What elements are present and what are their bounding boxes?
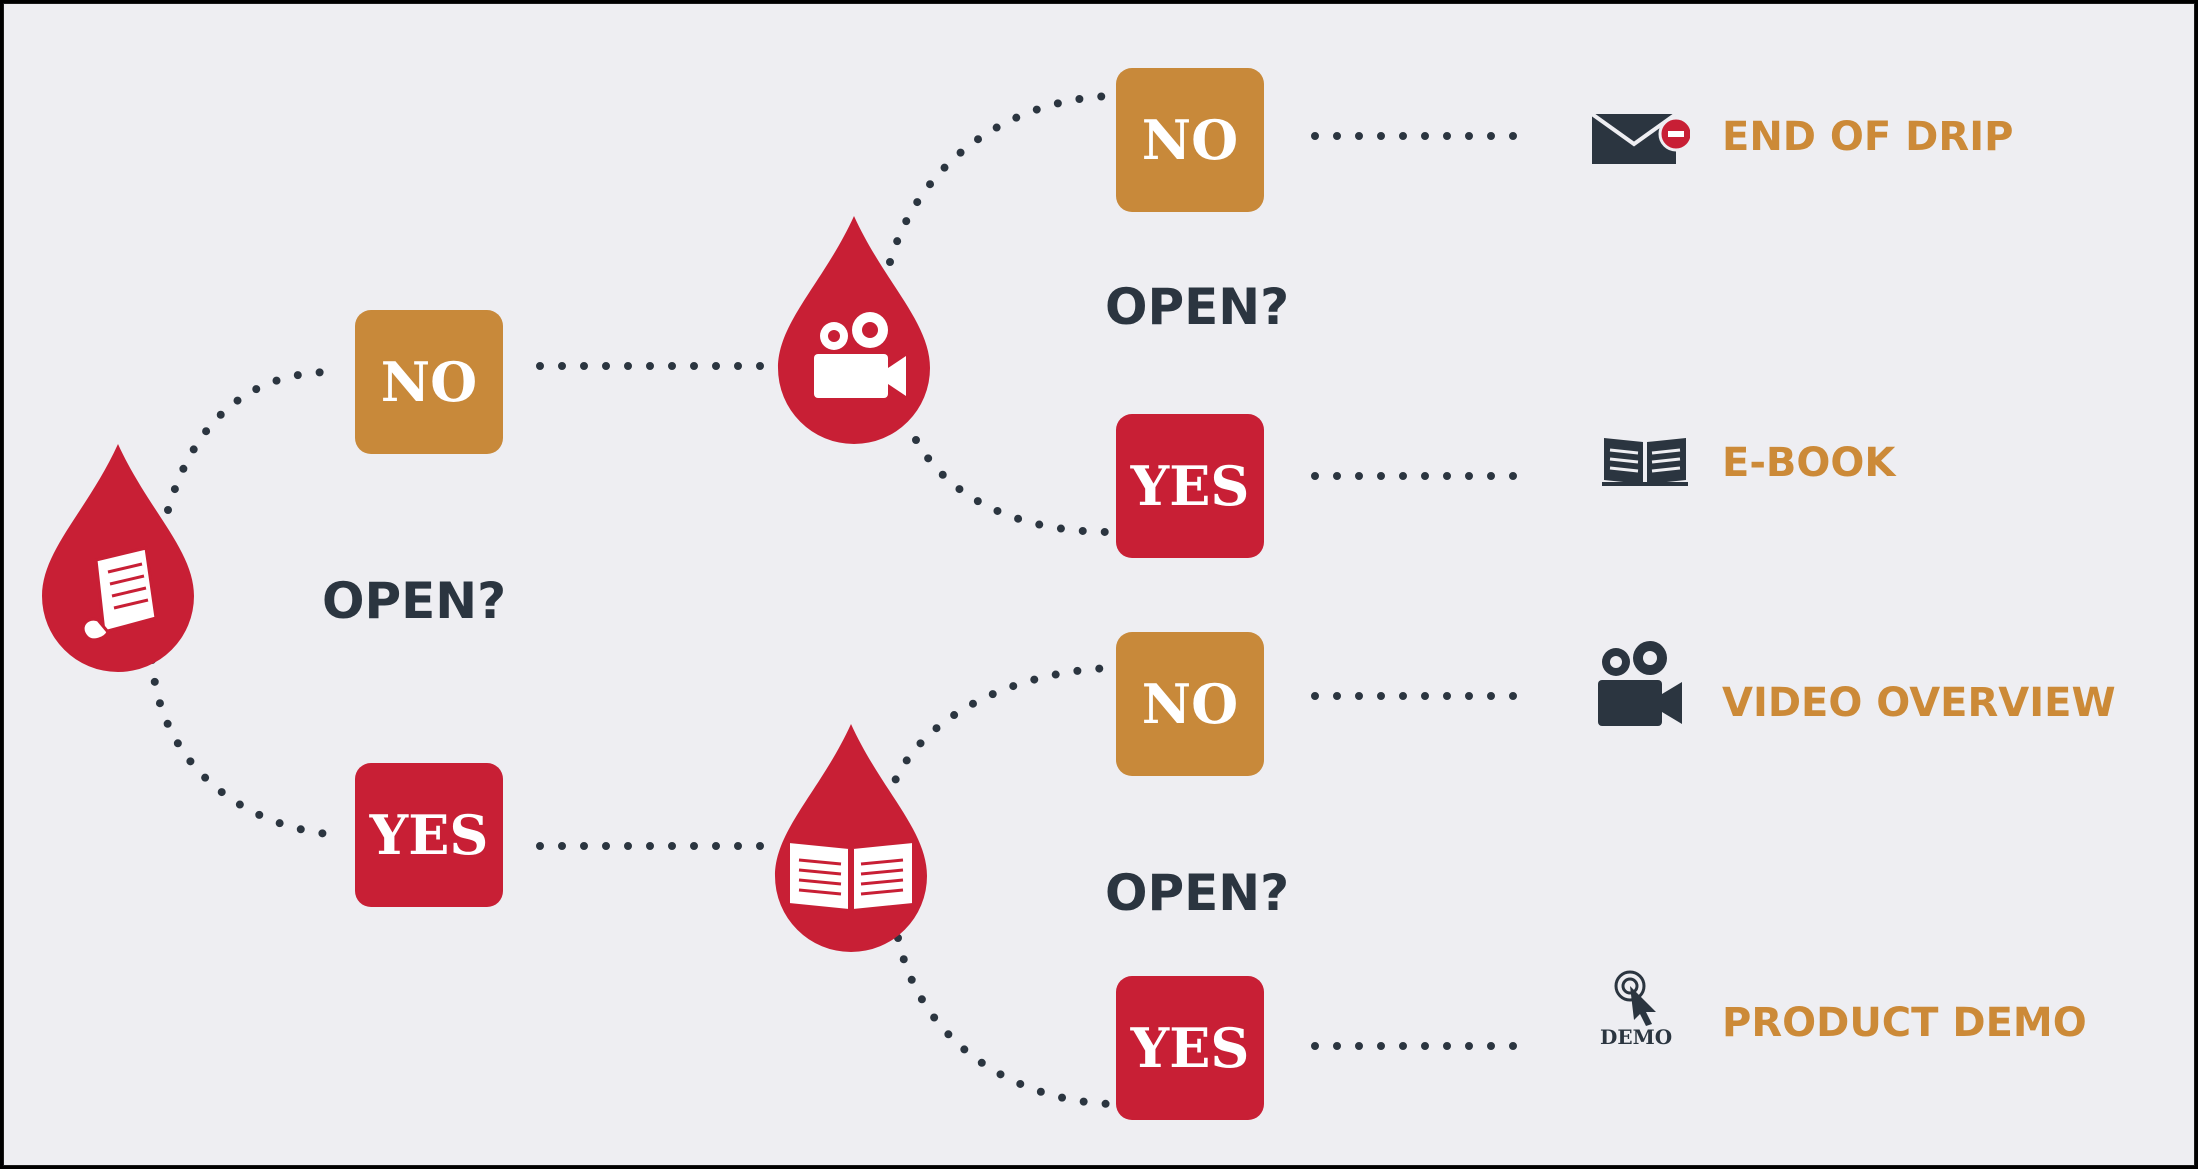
outcome-product-demo: PRODUCT DEMO [1722, 1000, 2087, 1046]
connector-drop1-no [886, 92, 1114, 266]
outcome-ebook: E-BOOK [1722, 440, 1896, 486]
branch-yes-no-box: NO [1116, 632, 1264, 776]
branch-no-question: OPEN? [1105, 278, 1290, 336]
envelope-minus-icon [1590, 112, 1690, 164]
root-question: OPEN? [322, 572, 507, 630]
branch-no-yes-box: YES [1116, 414, 1264, 558]
connector-root-yes [148, 656, 344, 839]
branch-yes-question: OPEN? [1105, 864, 1290, 922]
demo-icon-text: DEMO [1600, 1025, 1672, 1048]
connector-drop2-yes [894, 934, 1114, 1108]
open-book-icon [788, 840, 914, 912]
branch-no-drop [778, 216, 930, 444]
ebook-icon [1602, 438, 1688, 486]
scroll-icon [81, 546, 158, 642]
branch-yes-drop [775, 724, 927, 952]
branch-yes-yes-box: YES [1116, 976, 1264, 1120]
demo-cursor-icon: DEMO [1600, 970, 1672, 1048]
diagram-canvas [3, 3, 2195, 1166]
outcome-video-overview: VIDEO OVERVIEW [1722, 680, 2116, 726]
root-drop [42, 444, 194, 672]
level1-yes-box: YES [355, 763, 503, 907]
connector-root-no [164, 367, 344, 514]
branch-no-no-box: NO [1116, 68, 1264, 212]
level1-no-box: NO [355, 310, 503, 454]
video-camera-icon [814, 312, 906, 398]
video-camera-outcome-icon [1598, 641, 1682, 726]
outcome-end-of-drip: END OF DRIP [1722, 114, 2014, 160]
connector-drop1-yes [912, 436, 1114, 536]
connector-drop2-no [884, 664, 1114, 804]
